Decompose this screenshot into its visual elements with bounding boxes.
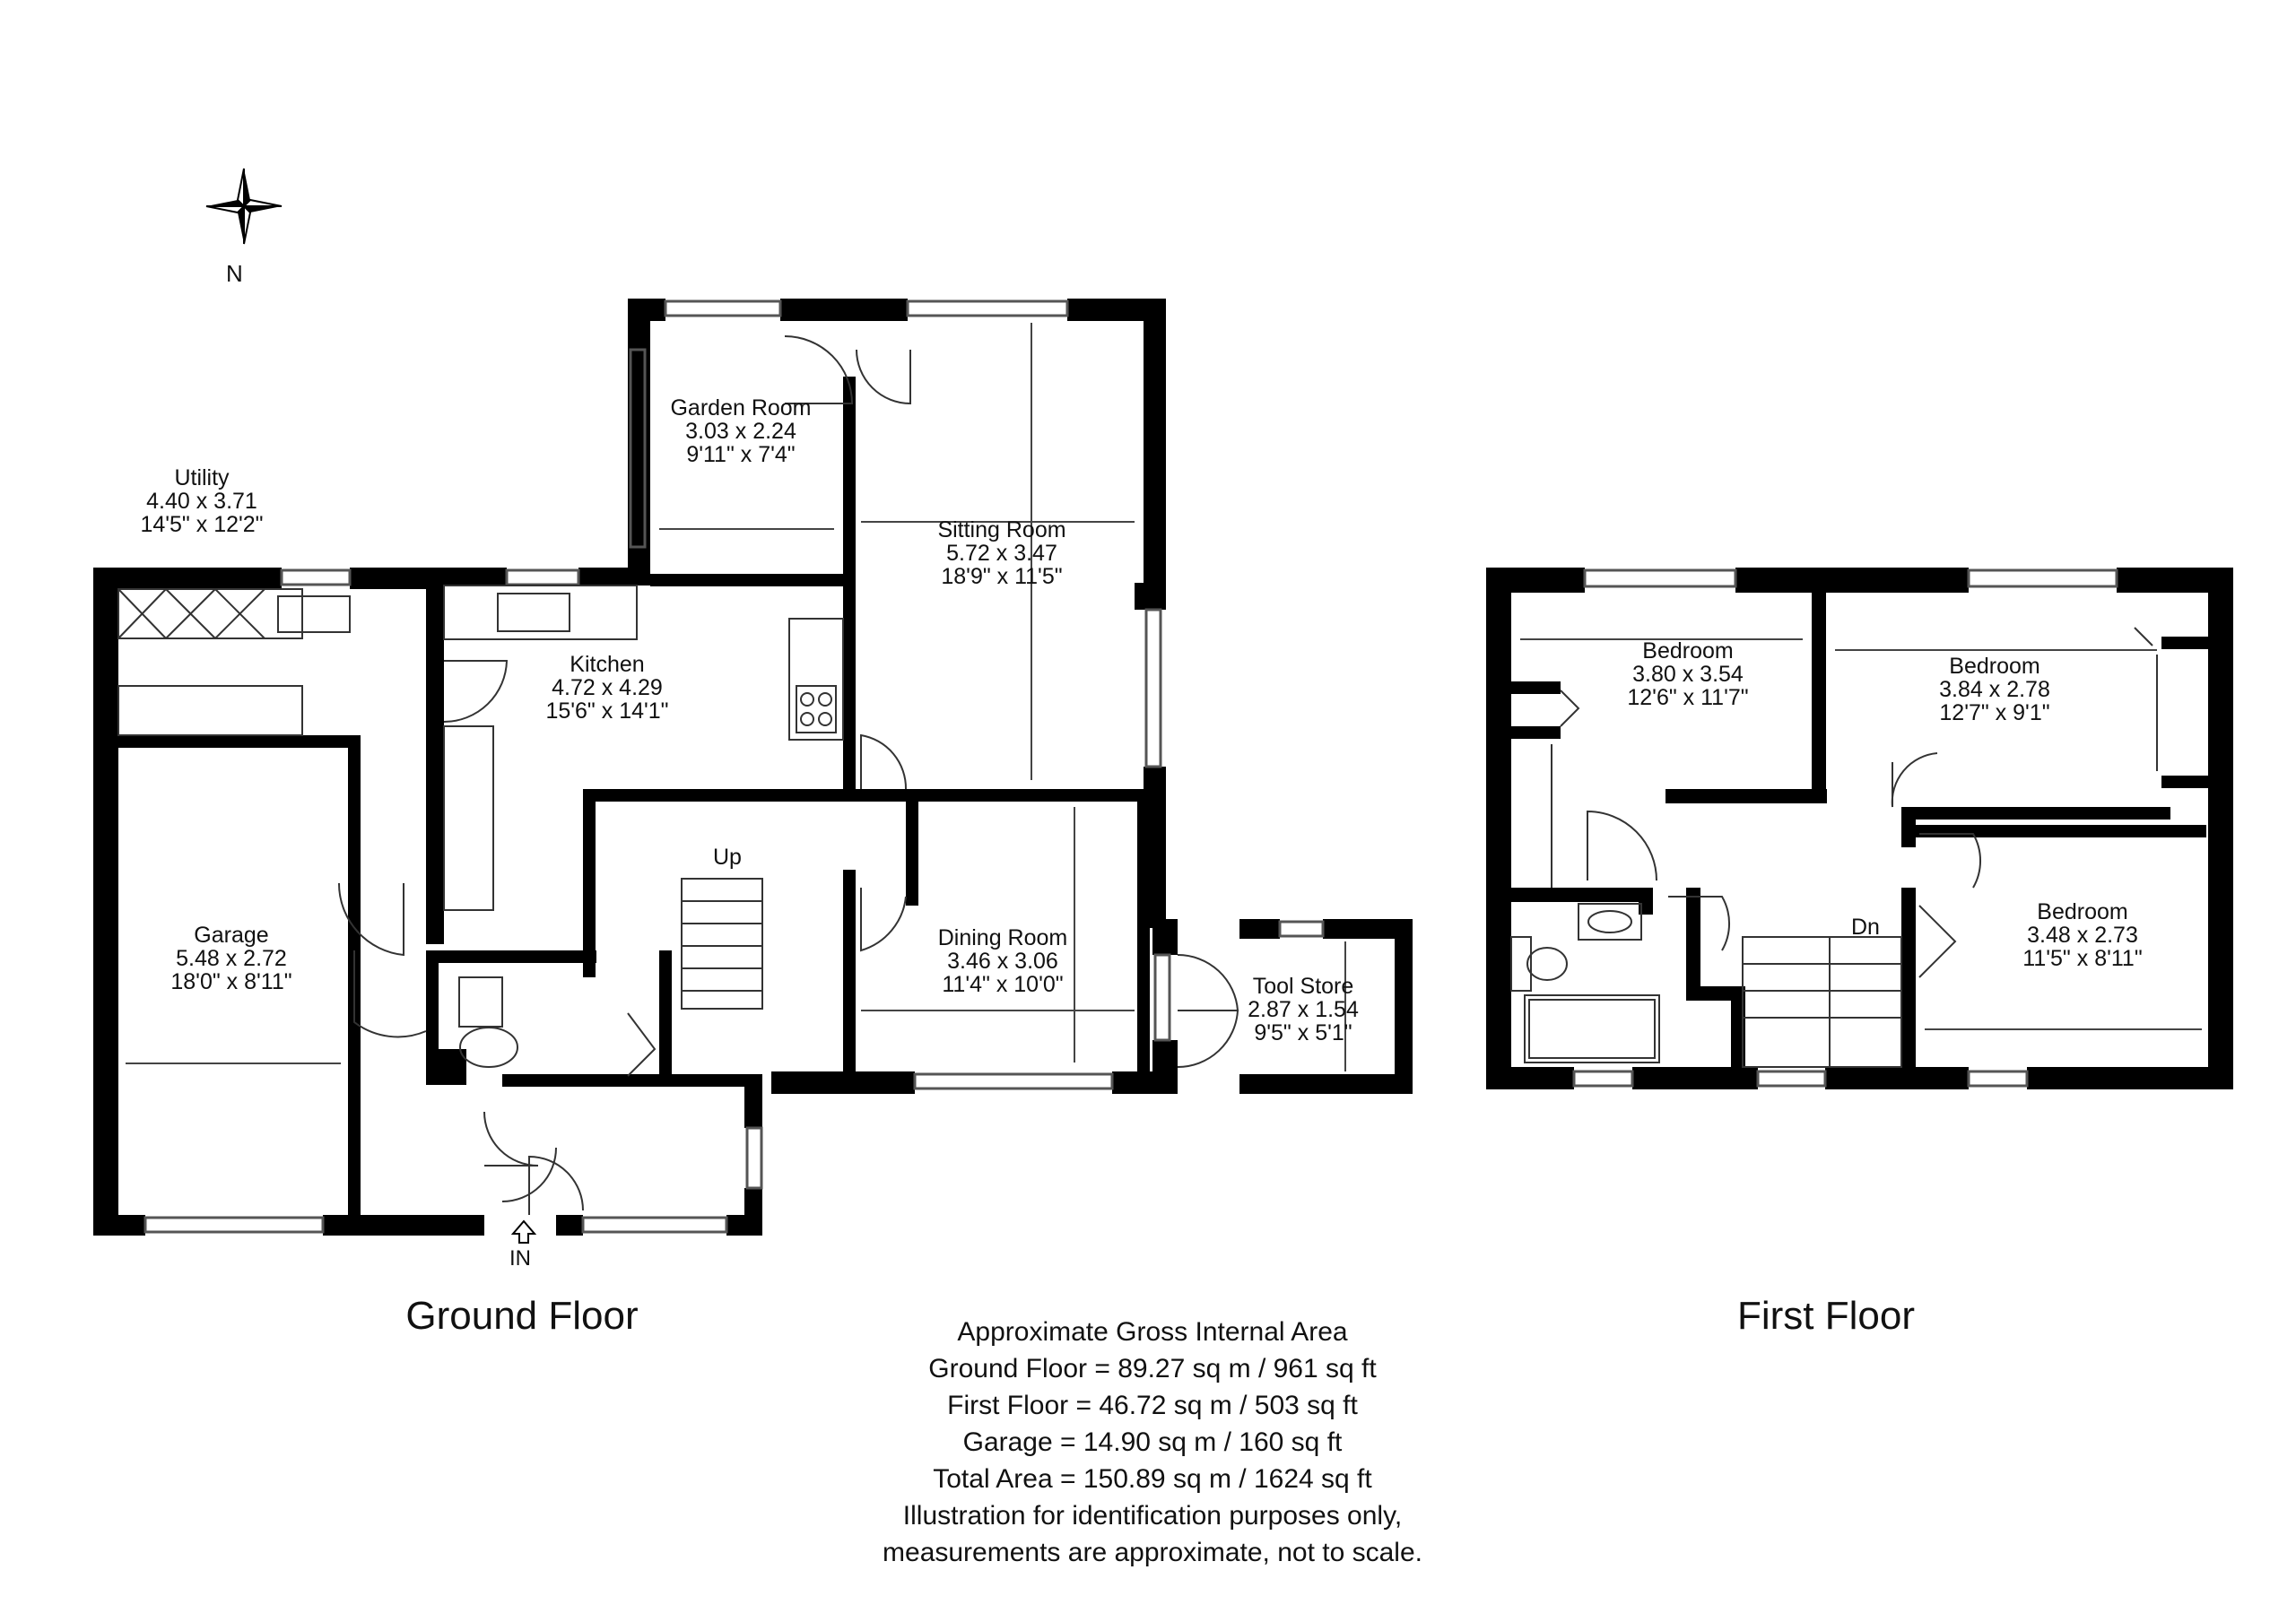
room-label-bedroom-1: Bedroom 3.80 x 3.54 12'6" x 11'7" [1627,639,1748,709]
room-label-sitting-room: Sitting Room 5.72 x 3.47 18'9" x 11'5" [937,518,1065,588]
room-imperial: 18'9" x 11'5" [941,564,1063,589]
room-name: Utility [174,465,230,490]
room-label-tool-store: Tool Store 2.87 x 1.54 9'5" x 5'1" [1248,975,1359,1045]
room-metric: 4.40 x 3.71 [146,489,257,514]
room-name: Kitchen [570,652,645,677]
room-label-kitchen: Kitchen 4.72 x 4.29 15'6" x 14'1" [545,653,668,723]
disclaimer-line-1: Illustration for identification purposes… [902,1501,1403,1531]
area-ground-floor: Ground Floor = 89.27 sq m / 961 sq ft [928,1354,1377,1383]
room-imperial: 15'6" x 14'1" [545,698,669,724]
room-name: Bedroom [1949,654,2040,679]
room-metric: 3.84 x 2.78 [1939,677,2050,702]
ground-floor-fittings [117,335,1239,1215]
room-imperial: 9'11" x 7'4" [686,442,796,467]
room-metric: 3.03 x 2.24 [685,419,796,444]
room-label-utility: Utility 4.40 x 3.71 14'5" x 12'2" [140,466,263,536]
room-metric: 3.46 x 3.06 [947,949,1058,974]
room-label-dining-room: Dining Room 3.46 x 3.06 11'4" x 10'0" [938,926,1068,996]
room-name: Dining Room [937,925,1068,950]
room-metric: 3.80 x 3.54 [1632,662,1744,687]
area-first-floor: First Floor = 46.72 sq m / 503 sq ft [947,1391,1358,1420]
room-name: Tool Store [1252,974,1354,999]
room-imperial: 12'7" x 9'1" [1939,700,2050,725]
stairs-up-label: Up [713,845,742,870]
compass-rose-icon [205,168,283,245]
room-label-bedroom-3: Bedroom 3.48 x 2.73 11'5" x 8'11" [2022,900,2142,970]
first-floor-title: First Floor [1737,1294,1915,1338]
room-label-bedroom-2: Bedroom 3.84 x 2.78 12'7" x 9'1" [1939,655,2050,724]
first-floor-windows [1572,568,2118,1088]
room-imperial: 9'5" x 5'1" [1254,1020,1352,1045]
room-name: Garage [194,923,269,948]
room-label-garden-room: Garden Room 3.03 x 2.24 9'11" x 7'4" [670,396,811,466]
room-name: Bedroom [1642,638,1734,664]
room-imperial: 11'5" x 8'11" [2022,946,2143,971]
ground-floor-title: Ground Floor [405,1294,639,1338]
room-label-garage: Garage 5.48 x 2.72 18'0" x 8'11" [170,924,291,993]
room-metric: 5.48 x 2.72 [176,946,287,971]
room-imperial: 11'4" x 10'0" [942,972,1064,997]
room-imperial: 14'5" x 12'2" [140,512,264,537]
room-name: Bedroom [2037,899,2128,924]
area-total: Total Area = 150.89 sq m / 1624 sq ft [933,1464,1372,1494]
entrance-label: IN [509,1246,531,1271]
room-metric: 4.72 x 4.29 [552,675,663,700]
room-metric: 3.48 x 2.73 [2027,923,2138,948]
compass-north-label: N [226,260,243,287]
area-garage: Garage = 14.90 sq m / 160 sq ft [962,1427,1343,1457]
room-metric: 5.72 x 3.47 [946,541,1057,566]
room-name: Garden Room [670,395,812,421]
room-name: Sitting Room [937,517,1066,542]
first-floor-fittings [1510,627,2158,1068]
stairs-down-label: Dn [1851,915,1880,940]
area-heading: Approximate Gross Internal Area [957,1317,1348,1347]
room-metric: 2.87 x 1.54 [1248,997,1359,1022]
entrance-arrow-icon [510,1219,537,1244]
dimension-ticks [126,323,2202,1071]
area-summary: Approximate Gross Internal Area Ground F… [883,1314,1422,1571]
first-floor-walls [1486,568,2233,1089]
ground-floor-walls [93,299,1413,1236]
room-imperial: 12'6" x 11'7" [1627,685,1749,710]
disclaimer-line-2: measurements are approximate, not to sca… [883,1538,1422,1567]
room-imperial: 18'0" x 8'11" [170,969,292,994]
ground-floor-windows [144,299,1325,1234]
